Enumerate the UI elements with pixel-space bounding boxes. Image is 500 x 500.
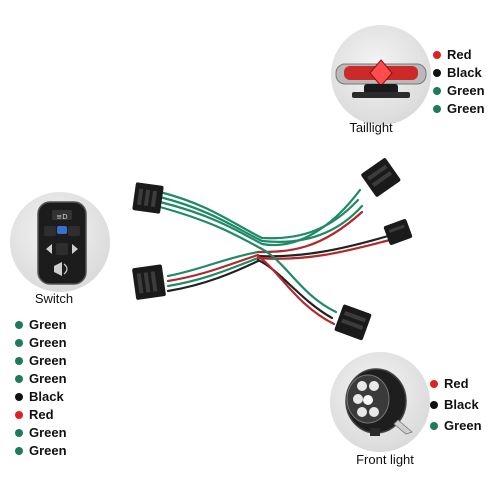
harness-wire bbox=[166, 253, 260, 283]
legend-item: Green bbox=[15, 442, 67, 460]
wire-color-dot bbox=[430, 379, 438, 388]
wire-label: Red bbox=[29, 407, 54, 422]
legend-item: Black bbox=[433, 64, 485, 82]
taillight-connector bbox=[361, 158, 401, 197]
accessory-connector bbox=[383, 219, 413, 245]
wire-color-dot bbox=[15, 411, 23, 419]
legend-item: Red bbox=[430, 373, 482, 394]
wire-label: Green bbox=[29, 317, 67, 332]
wire-color-dot bbox=[15, 375, 23, 383]
wire-label: Green bbox=[29, 443, 67, 458]
harness-wire bbox=[256, 210, 364, 254]
taillight-image-circle bbox=[331, 25, 431, 125]
wire-label: Red bbox=[447, 47, 472, 62]
front-light-connector bbox=[334, 304, 372, 341]
legend-item: Green bbox=[15, 424, 67, 442]
wire-color-dot bbox=[15, 447, 23, 455]
harness-wire bbox=[158, 195, 364, 243]
wire-label: Black bbox=[444, 397, 479, 412]
taillight-wire-legend: Red Black Green Green bbox=[433, 46, 485, 118]
wire-label: Red bbox=[444, 376, 469, 391]
legend-item: Black bbox=[430, 394, 482, 415]
legend-item: Green bbox=[15, 370, 67, 388]
wire-color-dot bbox=[15, 321, 23, 329]
harness-wire bbox=[256, 238, 392, 260]
wire-label: Green bbox=[29, 425, 67, 440]
wire-label: Green bbox=[444, 418, 482, 433]
legend-item: Green bbox=[15, 334, 67, 352]
legend-item: Green bbox=[430, 415, 482, 436]
switch-connector-bottom bbox=[132, 264, 166, 300]
legend-item: Red bbox=[15, 406, 67, 424]
wire-color-dot bbox=[15, 429, 23, 437]
front-light-wire-legend: Red Black Green bbox=[430, 373, 482, 436]
wire-label: Black bbox=[447, 65, 482, 80]
wire-label: Green bbox=[447, 101, 485, 116]
wire-color-dot bbox=[433, 105, 441, 113]
legend-item: Green bbox=[433, 100, 485, 118]
wire-label: Green bbox=[29, 371, 67, 386]
legend-item: Black bbox=[15, 388, 67, 406]
harness-wire bbox=[258, 246, 338, 314]
front-light-image-circle bbox=[330, 352, 430, 452]
switch-caption: Switch bbox=[34, 291, 74, 306]
wire-color-dot bbox=[15, 339, 23, 347]
harness-wire bbox=[158, 190, 360, 240]
wire-color-dot bbox=[433, 87, 441, 95]
wire-label: Green bbox=[447, 83, 485, 98]
switch-wire-legend: Green Green Green Green Black Red Green … bbox=[15, 316, 67, 460]
wire-label: Green bbox=[29, 353, 67, 368]
legend-item: Green bbox=[15, 316, 67, 334]
wire-label: Black bbox=[29, 389, 64, 404]
harness-wire bbox=[166, 250, 260, 278]
wire-color-dot bbox=[15, 357, 23, 365]
harness-wire bbox=[158, 205, 262, 250]
taillight-caption: Taillight bbox=[349, 120, 393, 135]
wire-color-dot bbox=[430, 400, 438, 409]
harness-wire bbox=[256, 258, 334, 320]
harness-wire bbox=[166, 259, 260, 293]
wire-color-dot bbox=[433, 69, 441, 77]
legend-item: Green bbox=[15, 352, 67, 370]
wire-color-dot bbox=[433, 51, 441, 59]
wire-color-dot bbox=[430, 421, 438, 430]
wire-label: Green bbox=[29, 335, 67, 350]
harness-wire bbox=[158, 188, 362, 247]
harness-wire bbox=[256, 234, 390, 258]
wire-color-dot bbox=[15, 393, 23, 401]
legend-item: Red bbox=[433, 46, 485, 64]
switch-image-circle bbox=[10, 192, 110, 292]
legend-item: Green bbox=[433, 82, 485, 100]
harness-wire bbox=[166, 256, 260, 288]
switch-connector-top bbox=[132, 182, 164, 214]
front-light-caption: Front light bbox=[356, 452, 414, 467]
harness-wire bbox=[256, 254, 336, 326]
